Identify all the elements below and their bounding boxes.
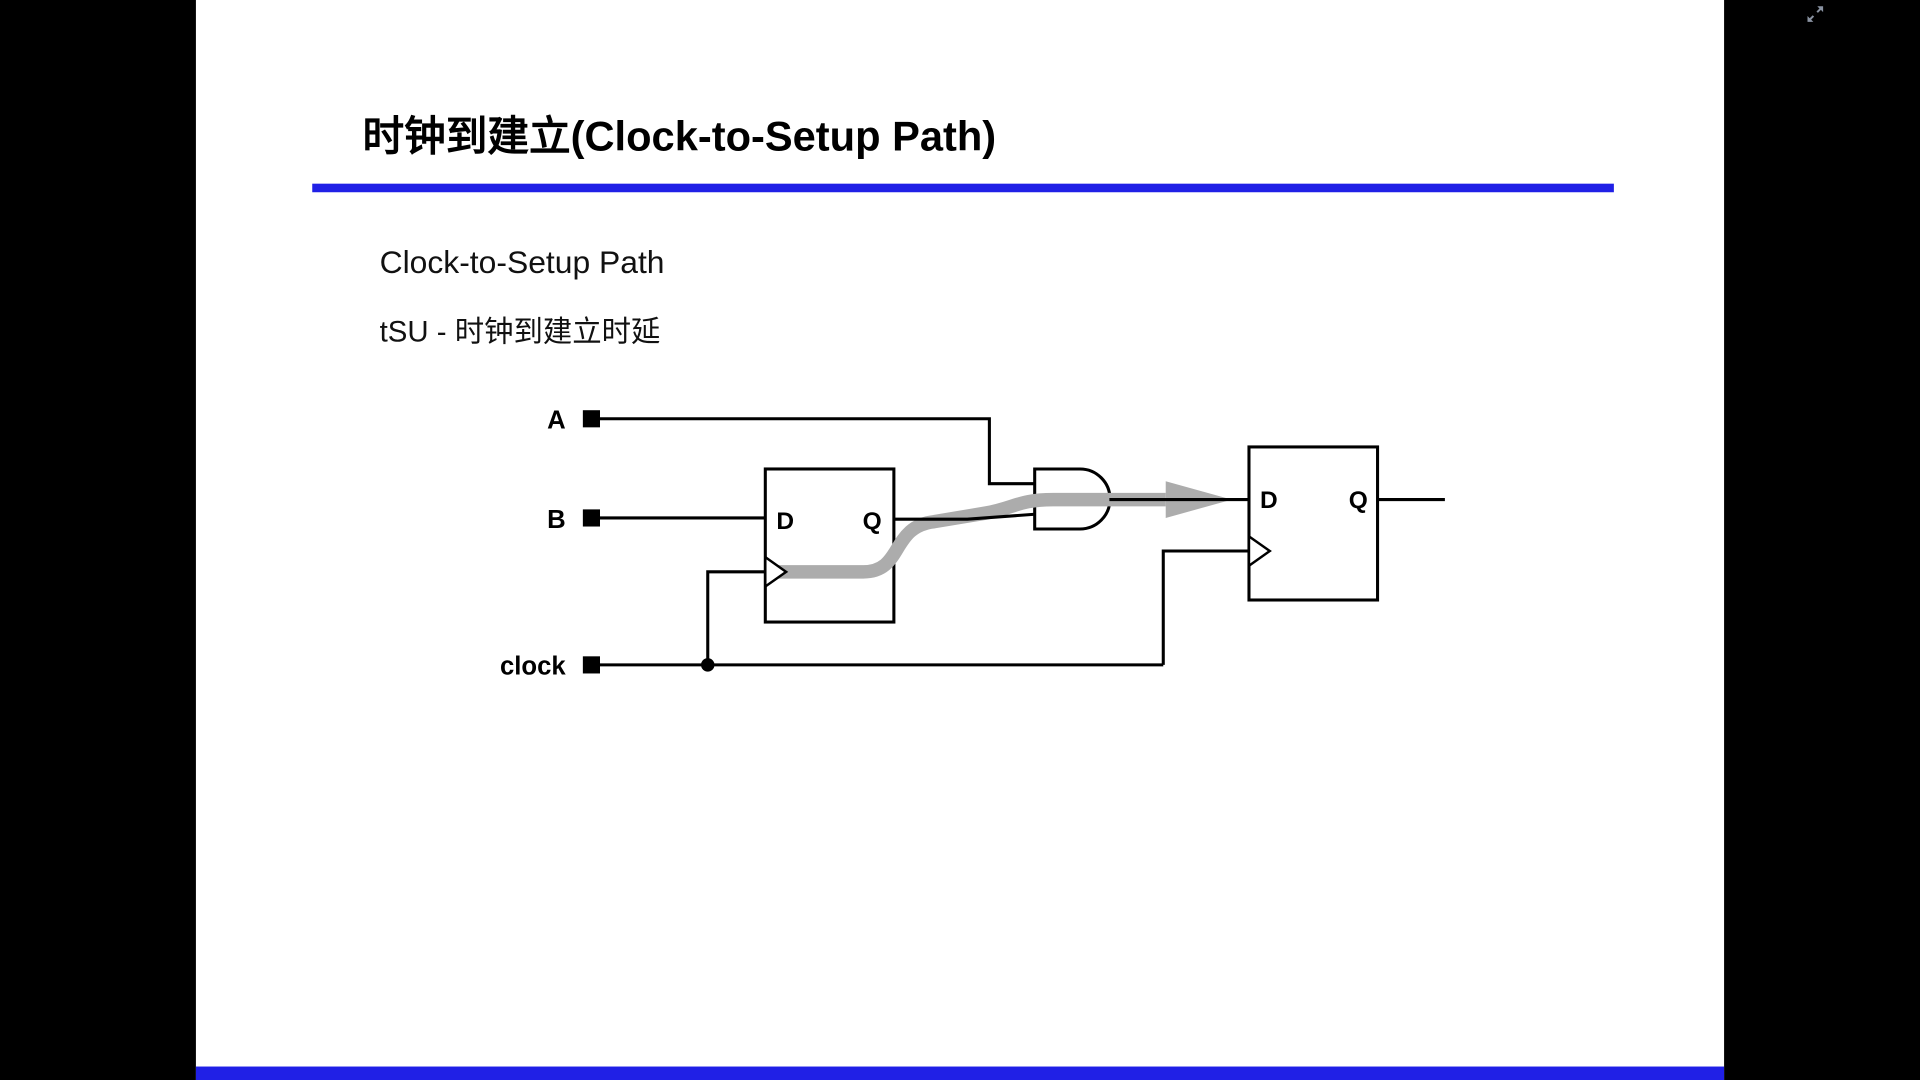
ff1-d-label: D bbox=[776, 508, 794, 535]
subtitle-line1: Clock-to-Setup Path bbox=[379, 243, 665, 281]
ff2-d-label: D bbox=[1260, 487, 1278, 514]
input-pin-clock bbox=[582, 656, 600, 674]
wire-ff1-q-to-and bbox=[893, 512, 1035, 521]
ff1-q-label: Q bbox=[863, 508, 882, 535]
flipflop-1-body bbox=[763, 467, 896, 624]
label-input-b: B bbox=[547, 506, 566, 534]
circuit-diagram: A B clock D Q D Q bbox=[500, 407, 1445, 681]
input-pin-a bbox=[582, 410, 600, 428]
slide-canvas: 时钟到建立(Clock-to-Setup Path) Clock-to-Setu… bbox=[195, 0, 1725, 1080]
fullscreen-icon-glyph bbox=[1807, 6, 1824, 22]
ff2-clock-triangle-icon bbox=[1247, 533, 1272, 569]
label-clock: clock bbox=[500, 653, 566, 681]
input-pin-b bbox=[582, 509, 600, 527]
label-input-a: A bbox=[547, 407, 566, 435]
timing-path-highlight bbox=[773, 492, 1166, 579]
ff1-clock-triangle-icon bbox=[764, 554, 789, 589]
slide-title: 时钟到建立(Clock-to-Setup Path) bbox=[362, 113, 997, 161]
wire-clock-branch-ff2 bbox=[1161, 549, 1249, 665]
ff2-q-label: Q bbox=[1349, 487, 1368, 514]
clock-junction-dot bbox=[701, 658, 715, 672]
subtitle-line2: tSU - 时钟到建立时延 bbox=[379, 315, 661, 349]
title-underline bbox=[312, 183, 1614, 193]
wire-input-a bbox=[600, 417, 1035, 486]
flipflop-2-body bbox=[1247, 445, 1380, 602]
wire-clock-branch-ff1 bbox=[706, 570, 766, 665]
bottom-accent-bar bbox=[195, 1066, 1725, 1080]
fullscreen-icon[interactable] bbox=[1805, 4, 1826, 25]
